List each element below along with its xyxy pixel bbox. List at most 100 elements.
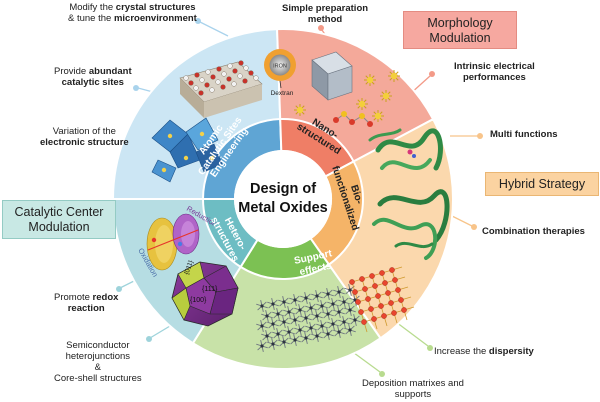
nanowire-cluster — [267, 298, 279, 310]
lattice-atom — [237, 73, 243, 79]
lattice-node — [359, 276, 365, 282]
lattice-atom — [209, 87, 215, 93]
callout-crystal-pre: Modify the — [69, 2, 116, 13]
lattice-node — [388, 300, 394, 306]
lattice-atom — [204, 82, 210, 88]
callout-abundant: Provide abundant catalytic sites — [54, 66, 132, 88]
center-disc — [234, 150, 332, 248]
callout-crystal-bold2: microenvironment — [113, 13, 197, 24]
nanowire-cluster — [327, 318, 339, 330]
callout-deposition-line1: Deposition matrixes and — [362, 378, 464, 389]
lattice-node — [382, 280, 388, 286]
catalytic-center-modulation-box: Catalytic Center Modulation — [2, 200, 116, 239]
nanowire-cluster — [300, 312, 312, 324]
connector-lines — [116, 18, 483, 377]
nanowire-cluster — [344, 304, 356, 316]
hybrid-box-text: Hybrid Strategy — [498, 177, 586, 191]
crystal-lattice-illustration — [179, 60, 263, 118]
center-title-line2: Metal Oxides — [238, 200, 327, 216]
callout-crystal-bold1: crystal structures — [115, 2, 196, 13]
callout-crystal: Modify the crystal structures & tune the… — [68, 2, 197, 24]
nanowire-cluster — [272, 308, 284, 320]
lattice-node — [389, 267, 395, 273]
lattice-atom — [215, 79, 221, 85]
connector-dot — [427, 345, 433, 351]
nanowire-cluster — [256, 300, 268, 312]
octahedra-illustration — [151, 117, 223, 183]
morphology-box-line2: Modulation — [429, 31, 491, 45]
lattice-atom — [242, 78, 248, 84]
lattice-node — [401, 307, 407, 313]
lattice-node — [371, 316, 377, 322]
center-title-line1: Design of — [250, 181, 316, 197]
lattice-node — [368, 306, 374, 312]
nanowire-cluster — [349, 314, 361, 326]
nanowire-cluster — [322, 328, 334, 340]
lattice-atom — [221, 71, 227, 77]
lattice-atom — [188, 80, 194, 86]
lattice-atom — [183, 75, 189, 81]
callout-redox-pre: Promote — [54, 292, 93, 303]
nanowire-cluster — [333, 306, 345, 318]
lattice-atom — [194, 72, 200, 78]
nanostar — [356, 98, 368, 110]
lattice-atom — [193, 85, 199, 91]
lattice-atom — [199, 77, 205, 83]
connector-dot — [379, 371, 385, 377]
nanostar-particles — [294, 70, 400, 122]
hybrid-strategy-box: Hybrid Strategy — [485, 172, 599, 196]
nanowire-cluster — [333, 326, 345, 338]
outer-ring — [111, 28, 454, 370]
callout-semiconductor-line4: Core-shell structures — [54, 373, 142, 384]
nanostar — [380, 90, 392, 102]
callout-simple-line2: method — [307, 14, 343, 25]
nanostar — [294, 104, 306, 116]
nanowire-cluster — [327, 298, 339, 310]
nanowire-cluster — [300, 332, 312, 344]
connector-dot — [195, 18, 201, 24]
callout-dispersity-pre: Increase the — [434, 346, 489, 357]
connector-dot — [146, 336, 152, 342]
callout-abundant-pre: Provide — [54, 66, 89, 77]
nanowire-cluster — [294, 304, 306, 316]
nanowire-cluster — [294, 324, 306, 336]
connector-dot — [116, 286, 122, 292]
nanowire-cluster — [289, 314, 301, 326]
connector-semiconductor — [149, 325, 171, 339]
nanowire-cluster — [305, 302, 317, 314]
callout-semiconductor-line1: Semiconductor — [66, 340, 130, 351]
dextran-label: Dextran — [271, 90, 294, 97]
lattice-node — [361, 319, 367, 325]
nanowire-cluster — [289, 294, 301, 306]
cubic-lattice-illustration — [349, 266, 415, 333]
nanowire-cluster — [338, 316, 350, 328]
callout-dispersity-bold1: dispersity — [488, 346, 534, 357]
lattice-node — [352, 289, 358, 295]
nanowire-cluster — [322, 308, 334, 320]
nanocube-illustration — [311, 51, 353, 101]
callout-redox: Promote redox reaction — [54, 292, 118, 314]
nanowire-cluster — [316, 300, 328, 312]
callout-deposition: Deposition matrixes and supports — [362, 378, 464, 400]
callout-simple: Simple preparation method — [282, 3, 368, 25]
nanowire-cluster — [338, 296, 350, 308]
catalytic-box-line2: Modulation — [28, 220, 90, 234]
connector-dispersity — [395, 321, 429, 347]
iron-core-nanoparticle: IRON Dextran — [264, 49, 296, 97]
lattice-atom — [232, 68, 238, 74]
protein-ribbon-illustration — [368, 128, 450, 260]
callout-multi: Multi functions — [490, 129, 558, 140]
nanowire-cluster — [278, 336, 290, 348]
lattice-node — [372, 283, 378, 289]
facet-100-label: {100} — [190, 297, 207, 304]
polyhedron-illustration: {111} {011} {100} — [171, 259, 239, 327]
nanowire-cluster — [278, 316, 290, 328]
lattice-atom — [243, 65, 249, 71]
nanowire-cluster — [272, 328, 284, 340]
callout-electronic: Variation of the electronic structure — [40, 126, 129, 148]
nanowire-cluster — [278, 296, 290, 308]
lattice-node — [349, 279, 355, 285]
callout-intrinsic-line2: performances — [462, 72, 526, 83]
lattice-node — [378, 303, 384, 309]
nanowire-cluster — [267, 318, 279, 330]
